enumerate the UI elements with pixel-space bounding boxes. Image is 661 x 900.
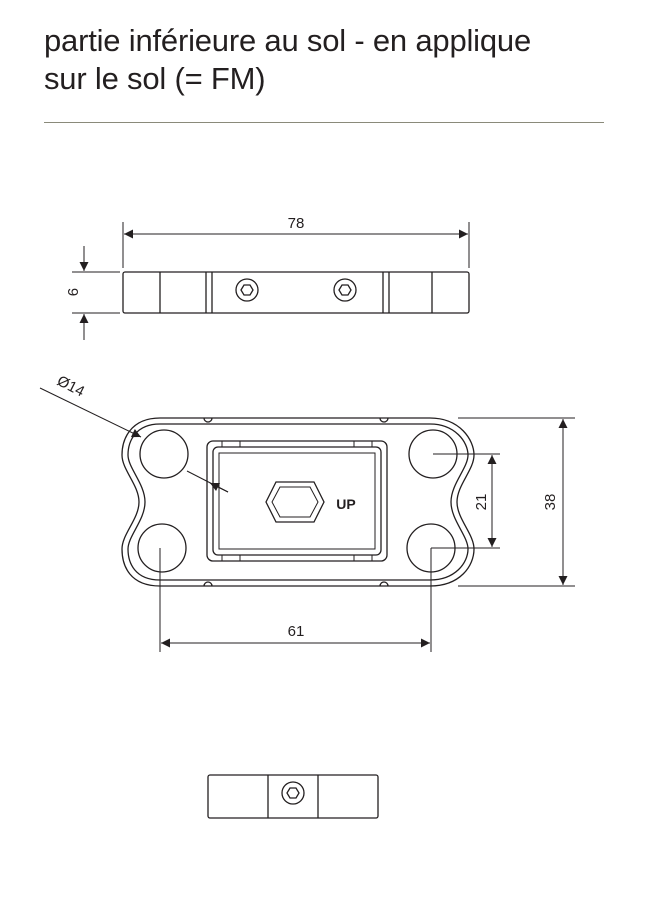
up-marking: UP xyxy=(336,496,355,512)
side-view xyxy=(122,271,470,314)
end-view xyxy=(207,774,379,819)
dimension-label-78: 78 xyxy=(288,215,305,232)
dimension-61 xyxy=(159,548,432,652)
dimension-78 xyxy=(122,222,470,268)
center-slot xyxy=(265,481,325,523)
dimension-label-38: 38 xyxy=(542,494,559,511)
dimension-diameter-14 xyxy=(39,387,229,493)
end-view-body xyxy=(207,774,379,819)
dimension-9 xyxy=(72,246,120,340)
title-divider xyxy=(44,122,604,123)
screw-icon xyxy=(333,278,357,302)
page-title: partie inférieure au sol - en applique s… xyxy=(44,22,644,98)
side-view-body xyxy=(122,271,470,314)
dimension-label-9: 9 xyxy=(64,288,81,296)
title-line-2: sur le sol (= FM) xyxy=(44,61,266,96)
plate-outline xyxy=(121,417,475,587)
central-pocket xyxy=(206,440,388,562)
mounting-hole xyxy=(139,429,189,479)
dimension-label-21: 21 xyxy=(473,494,490,511)
dimension-label-diameter-14: Ø14 xyxy=(54,372,87,400)
dimension-label-61: 61 xyxy=(288,623,305,640)
title-line-1: partie inférieure au sol - en applique xyxy=(44,23,531,58)
dimension-38 xyxy=(458,417,575,587)
screw-icon xyxy=(235,278,259,302)
mounting-hole xyxy=(137,523,187,573)
screw-icon xyxy=(281,781,305,805)
dimension-21 xyxy=(431,453,500,549)
top-view xyxy=(121,417,475,587)
